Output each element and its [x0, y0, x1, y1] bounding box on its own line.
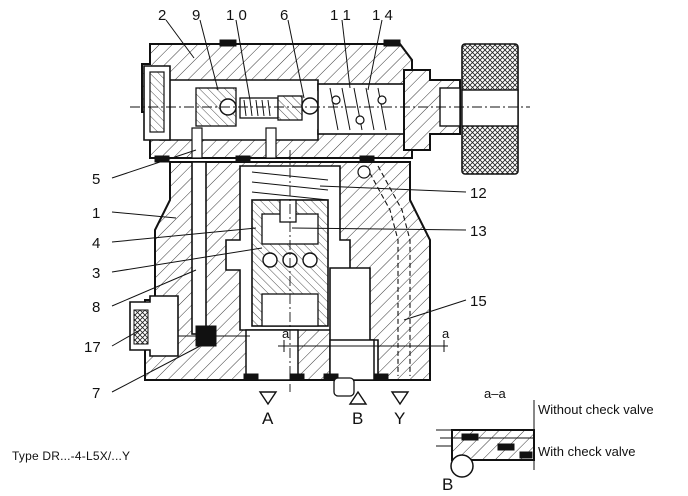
callout-3: 3	[92, 265, 100, 282]
callout-6: 6	[280, 7, 288, 24]
callout-2: 2	[158, 7, 166, 24]
with-check-valve-label: With check valve	[538, 444, 636, 459]
callout-15: 15	[470, 293, 487, 310]
main-valve-body	[129, 150, 431, 397]
callout-14: 1 4	[372, 7, 393, 24]
port-a-triangle	[258, 391, 278, 406]
section-a-a-detail: a–a Without check valve With check valve…	[436, 386, 654, 494]
callout-1: 1	[92, 205, 100, 222]
port-b-label: B	[352, 409, 363, 428]
callout-4: 4	[92, 235, 100, 252]
port-y-label: Y	[394, 409, 405, 428]
callout-labels: 2 9 1 0 6 1 1 1 4 5 1 4 3 8 17 7 12 13 1…	[84, 7, 487, 402]
port-b-triangle	[348, 390, 368, 405]
section-mark-right: a	[442, 326, 450, 341]
callout-12: 12	[470, 185, 487, 202]
callout-leaders	[111, 19, 467, 393]
callout-7: 7	[92, 385, 100, 402]
section-title: a–a	[484, 386, 506, 401]
section-line-a-a: a a	[278, 326, 450, 352]
callout-13: 13	[470, 223, 487, 240]
callout-10: 1 0	[226, 7, 247, 24]
pilot-valve-head	[130, 39, 530, 175]
callout-8: 8	[92, 299, 100, 316]
callout-11: 1 1	[330, 7, 351, 24]
callout-17: 17	[84, 339, 101, 356]
type-designation: Type DR...-4-L5X/...Y	[12, 449, 130, 463]
port-b-detail-label: B	[442, 475, 453, 494]
callout-9: 9	[192, 7, 200, 24]
port-y-triangle	[390, 391, 410, 406]
port-markers: A B Y	[258, 390, 410, 428]
section-mark-left: a	[282, 326, 290, 341]
port-a-label: A	[262, 409, 274, 428]
callout-5: 5	[92, 171, 100, 188]
without-check-valve-label: Without check valve	[538, 402, 654, 417]
